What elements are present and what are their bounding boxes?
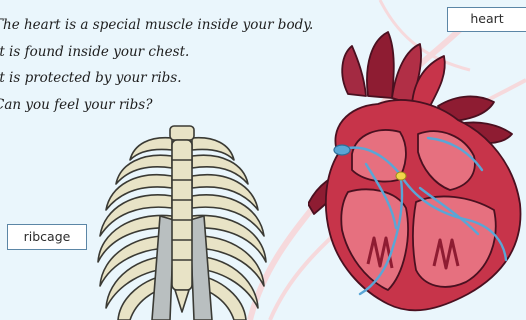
ribcage-icon <box>90 120 274 320</box>
ribcage-label: ribcage <box>7 224 87 250</box>
heart-anatomy-icon <box>308 24 526 320</box>
text-line: The heart is a special muscle inside you… <box>0 12 324 39</box>
heart-label: heart <box>447 7 526 32</box>
text-line: It is protected by your ribs. <box>0 65 324 92</box>
text-line: It is found inside your chest. <box>0 39 324 66</box>
intro-text: The heart is a special muscle inside you… <box>0 12 324 118</box>
text-line: Can you feel your ribs? <box>0 92 324 119</box>
